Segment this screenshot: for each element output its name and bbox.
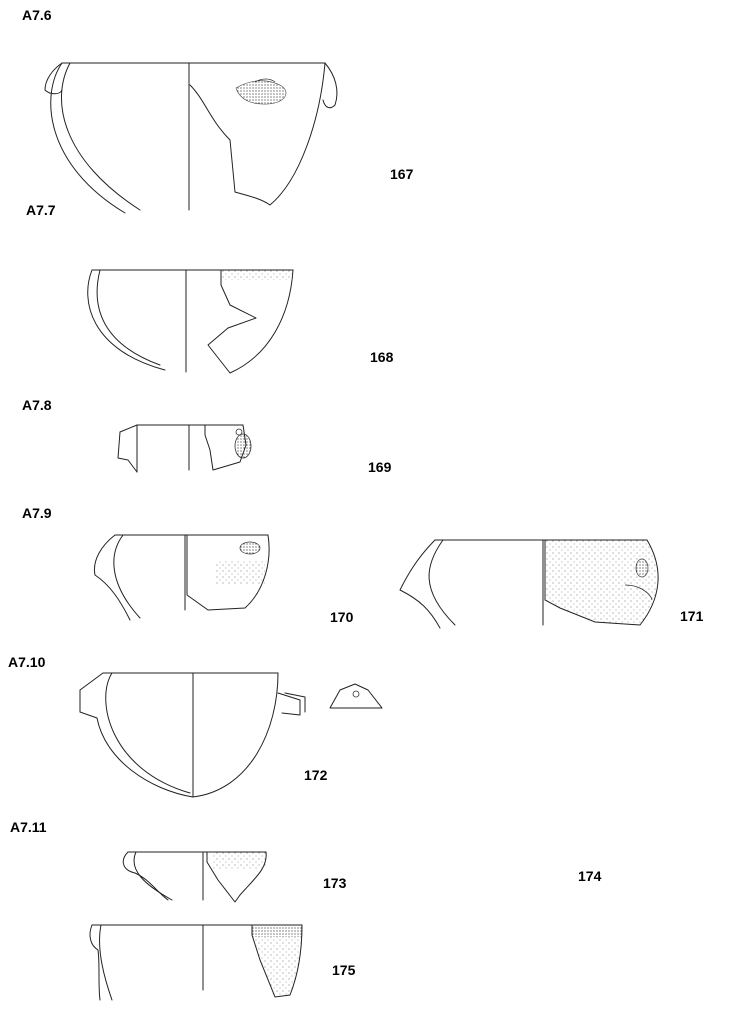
vessel-drawing-169: [117, 424, 252, 473]
catalogue-number-172: 172: [304, 767, 328, 783]
group-label-a7-9: A7.9: [22, 505, 52, 521]
vessel-drawing-168: [87, 269, 294, 374]
group-label-a7-6: A7.6: [22, 7, 52, 23]
vessel-drawing-171: [399, 539, 659, 629]
vessel-drawing-175: [89, 924, 303, 1001]
vessel-drawing-170: [93, 534, 270, 621]
catalogue-number-174: 174: [578, 868, 602, 884]
group-label-a7-8: A7.8: [22, 397, 52, 413]
vessel-drawing-167: [44, 62, 338, 214]
catalogue-number-169: 169: [368, 459, 392, 475]
group-label-a7-10: A7.10: [8, 654, 46, 670]
vessel-drawing-172: [79, 672, 383, 798]
catalogue-number-167: 167: [390, 166, 414, 182]
catalogue-number-168: 168: [370, 349, 394, 365]
group-label-a7-7: A7.7: [26, 202, 56, 218]
vessel-drawing-173: [122, 851, 267, 903]
catalogue-number-173: 173: [323, 875, 347, 891]
group-label-a7-11: A7.11: [10, 819, 47, 835]
catalogue-number-171: 171: [680, 608, 704, 624]
catalogue-number-170: 170: [330, 609, 354, 625]
catalogue-number-175: 175: [332, 962, 356, 978]
